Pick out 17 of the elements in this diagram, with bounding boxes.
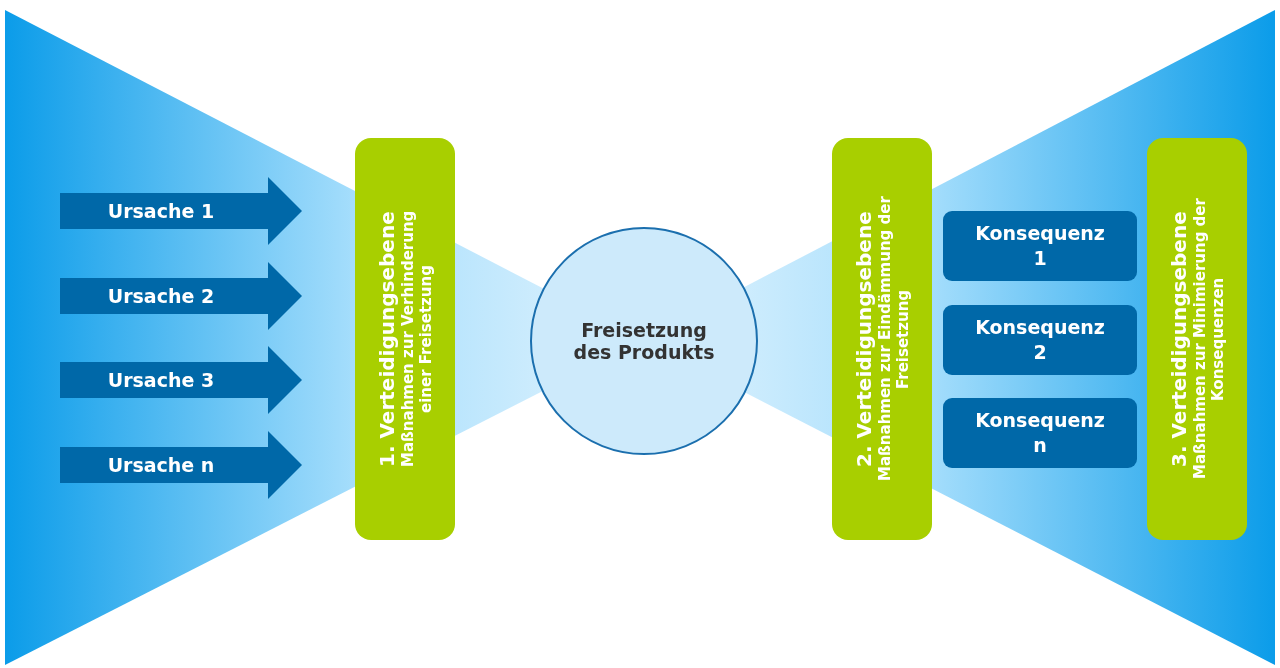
level-heading: 1. Verteidigungsebene (375, 211, 399, 467)
level-heading: 3. Verteidigungsebene (1167, 211, 1191, 467)
cause-tag: Ursache 3 (60, 346, 302, 414)
level-description: Maßnahmen zur Minimierung der Konsequenzen (1191, 197, 1227, 482)
level-description: Maßnahmen zur Verhinderung einer Freisetzung (399, 209, 435, 470)
consequence-box: Konsequenz 2 (943, 305, 1137, 375)
defense-level-bar (1147, 138, 1247, 540)
consequence-box: Konsequenz n (943, 398, 1137, 468)
cause-tag: Ursache 1 (60, 177, 302, 245)
defense-level-bar (355, 138, 455, 540)
defense-level-bar (832, 138, 932, 540)
cause-tag: Ursache 2 (60, 262, 302, 330)
cause-tag: Ursache n (60, 431, 302, 499)
event-circle: Freisetzung des Produkts (530, 227, 758, 455)
consequence-box: Konsequenz 1 (943, 211, 1137, 281)
level-description: Maßnahmen zur Eindämmung der Freisetzung (876, 195, 912, 484)
level-heading: 2. Verteidigungsebene (852, 211, 876, 467)
